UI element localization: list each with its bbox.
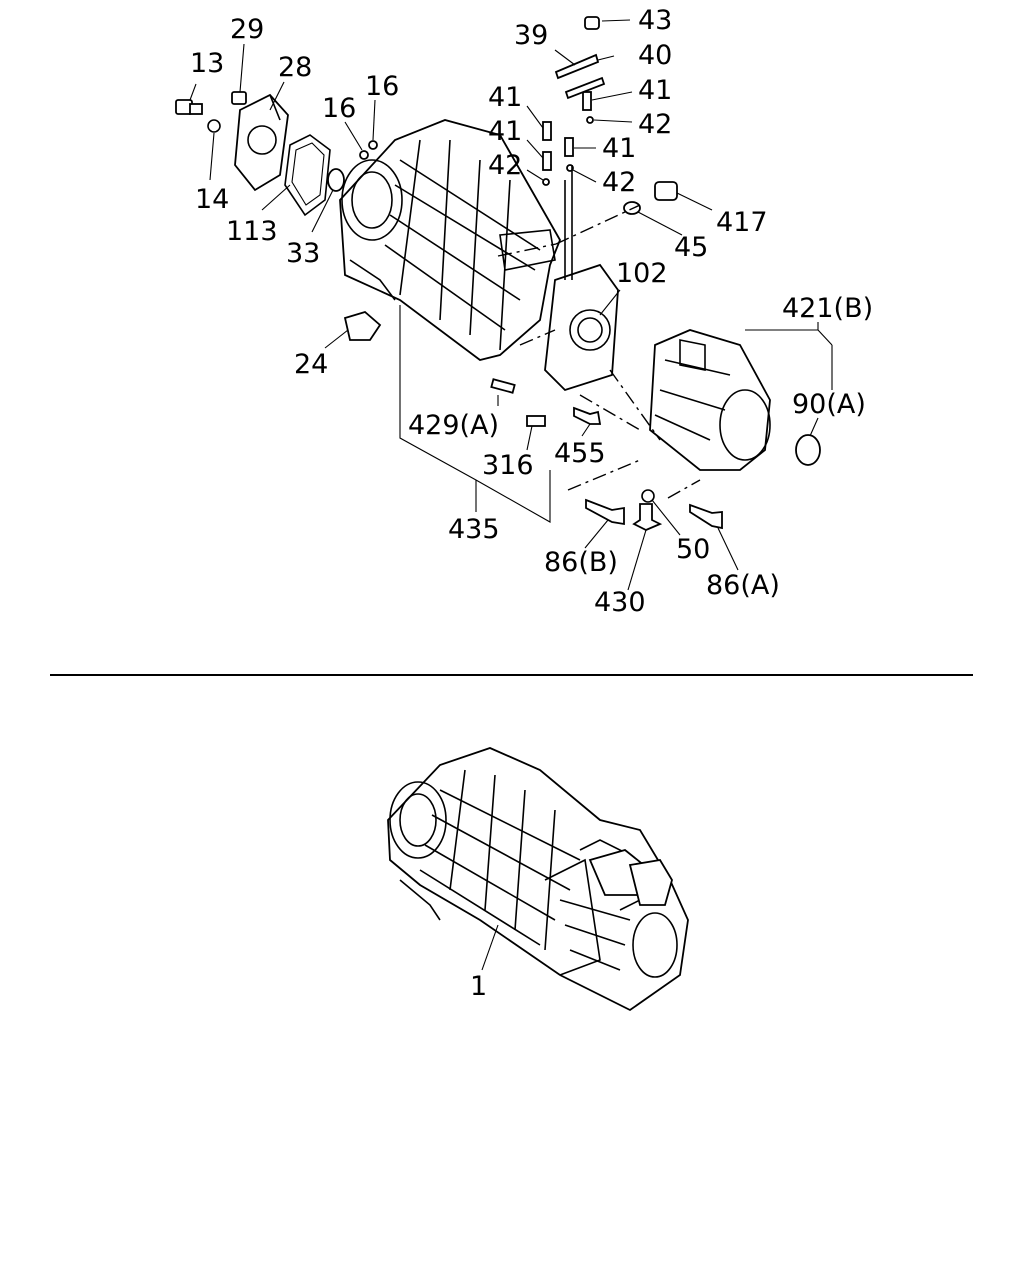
- leader-lines: [189, 19, 833, 591]
- exploded-view: 29 13 28 16 16 14 113 33 24 39 43 40 41 …: [175, 5, 873, 618]
- callout-430: 430: [594, 587, 646, 618]
- callout-42c: 42: [602, 167, 636, 198]
- callout-435: 435: [448, 514, 500, 545]
- oil-seal-part: [795, 434, 821, 466]
- callout-429a: 429(A): [408, 410, 499, 441]
- bolt-86a-part: [689, 503, 723, 530]
- callout-28: 28: [278, 52, 312, 83]
- callout-16a: 16: [322, 93, 356, 124]
- bolt-29-part: [231, 91, 247, 105]
- callout-16b: 16: [365, 71, 399, 102]
- callout-14: 14: [195, 184, 229, 215]
- callout-42a: 42: [638, 109, 672, 140]
- plug-16b-part: [368, 140, 378, 150]
- callout-39: 39: [514, 20, 548, 51]
- callout-50: 50: [676, 534, 710, 565]
- washer-50-part: [641, 489, 655, 503]
- bolt-430-part: [632, 503, 663, 531]
- callout-41c: 41: [488, 116, 522, 147]
- bearing-33-part: [327, 168, 345, 192]
- callout-29: 29: [230, 14, 264, 45]
- callout-24: 24: [294, 349, 328, 380]
- callout-113: 113: [226, 216, 278, 247]
- callout-41b: 41: [638, 75, 672, 106]
- gasket-part: [284, 134, 331, 217]
- callout-86b: 86(B): [544, 547, 618, 578]
- callout-421b: 421(B): [782, 293, 873, 324]
- callout-455: 455: [554, 438, 606, 469]
- adapter-plate-part: [544, 263, 619, 392]
- callout-41a: 41: [488, 82, 522, 113]
- assembled-transmission: 1: [387, 747, 689, 1012]
- dowel-429a-part: [490, 378, 516, 394]
- pin-316-part: [526, 415, 546, 427]
- callout-42b: 42: [488, 150, 522, 181]
- front-cover-part: [234, 93, 289, 192]
- callout-90a: 90(A): [792, 389, 866, 420]
- transmission-case-part: [339, 119, 561, 361]
- mount-24-part: [343, 310, 382, 341]
- callout-417: 417: [716, 207, 768, 238]
- plug-16a-part: [359, 150, 369, 160]
- extension-housing-part: [649, 329, 771, 471]
- callout-102: 102: [616, 258, 668, 289]
- callout-316: 316: [482, 450, 534, 481]
- callout-45: 45: [674, 232, 708, 263]
- callout-86a: 86(A): [706, 570, 780, 601]
- bolt-13-part: [175, 99, 203, 115]
- bolt-86b-part: [585, 498, 625, 526]
- callout-33: 33: [286, 238, 320, 269]
- bolt-455-part: [573, 406, 602, 425]
- washer-14-part: [207, 119, 221, 133]
- callout-41d: 41: [602, 133, 636, 164]
- callout-40: 40: [638, 40, 672, 71]
- callout-1: 1: [470, 971, 487, 1002]
- callout-43: 43: [638, 5, 672, 36]
- callout-13: 13: [190, 48, 224, 79]
